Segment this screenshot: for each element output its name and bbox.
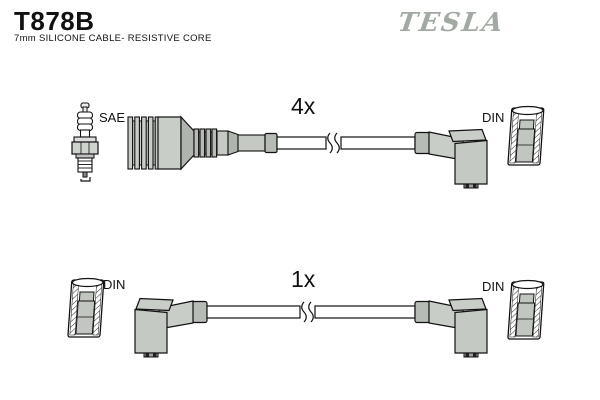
part-number: T878B xyxy=(14,6,95,36)
quantity-label-bottom: 1x xyxy=(291,266,316,292)
elbow-boot-icon-bottom-left xyxy=(134,297,208,358)
din-section-icon-bottom-right xyxy=(507,279,545,340)
bottom-cable-assembly: DIN 1x DIN xyxy=(67,266,545,358)
din-section-icon-bottom-left xyxy=(67,277,105,338)
din-label-bottom-left: DIN xyxy=(103,277,125,292)
cable-top xyxy=(276,132,416,154)
straight-boot-icon xyxy=(127,115,278,171)
elbow-boot-icon-bottom-right xyxy=(414,297,488,358)
din-label-bottom-right: DIN xyxy=(482,279,504,294)
elbow-boot-icon-top xyxy=(414,128,488,189)
din-label-top-right: DIN xyxy=(482,110,504,125)
din-section-icon-top xyxy=(507,105,545,166)
spark-plug-icon xyxy=(71,102,99,182)
quantity-label-top: 4x xyxy=(291,93,316,119)
sae-label: SAE xyxy=(99,110,125,125)
cable-bottom xyxy=(206,301,416,323)
top-cable-assembly: SAE 4x xyxy=(71,93,545,189)
product-subtitle: 7mm SILICONE CABLE- RESISTIVE CORE xyxy=(14,33,212,44)
